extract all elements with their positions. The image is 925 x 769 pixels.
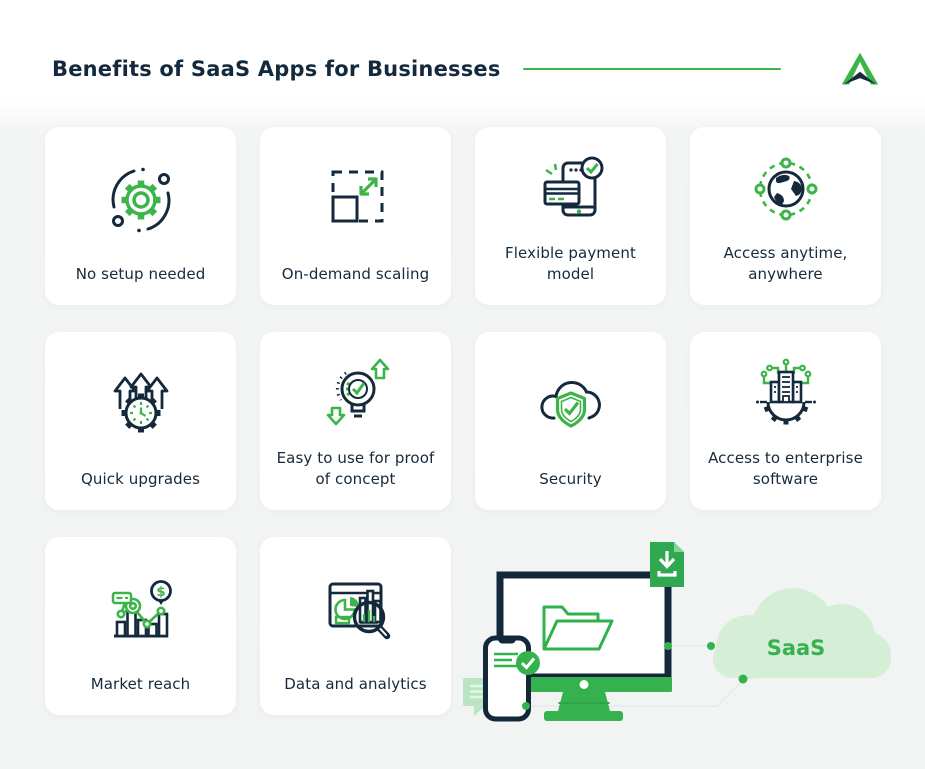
benefit-card-analytics: Data and analytics xyxy=(260,537,451,715)
benefit-card-access-anywhere: Access anytime, anywhere xyxy=(690,127,881,305)
check-badge-icon xyxy=(516,651,540,675)
benefit-card-payment: Flexible payment model xyxy=(475,127,666,305)
benefit-label: Access to enterprise software xyxy=(708,449,863,488)
analytics-magnifier-icon xyxy=(318,537,394,674)
growth-chart-dollar-icon: $ xyxy=(103,537,179,674)
benefit-label: Easy to use for proof of concept xyxy=(276,449,435,488)
benefit-card-security: Security xyxy=(475,332,666,510)
benefit-card-market-reach: $ Market reach xyxy=(45,537,236,715)
benefit-label: Market reach xyxy=(90,675,191,693)
gear-orbit-icon xyxy=(103,127,179,264)
expand-square-icon xyxy=(318,127,394,264)
globe-network-icon xyxy=(748,127,824,243)
benefit-card-no-setup: No setup needed xyxy=(45,127,236,305)
gear-clock-arrows-icon xyxy=(103,332,179,469)
building-circuit-gear-icon xyxy=(748,332,824,448)
benefit-card-enterprise: Access to enterprise software xyxy=(690,332,881,510)
saas-cloud-illustration: SaaS xyxy=(463,537,891,722)
saas-cloud xyxy=(713,588,891,679)
page-title: Benefits of SaaS Apps for Businesses xyxy=(52,57,501,81)
benefit-label: Flexible payment model xyxy=(505,244,636,283)
benefit-label: On-demand scaling xyxy=(281,265,430,283)
folder-icon xyxy=(542,605,614,651)
benefit-label: Data and analytics xyxy=(284,675,427,693)
benefit-label: Security xyxy=(539,470,602,488)
download-file-icon xyxy=(650,542,684,587)
dollar-glyph: $ xyxy=(156,584,165,600)
benefit-label: Access anytime, anywhere xyxy=(723,244,848,283)
connector-dots xyxy=(522,642,748,710)
lightbulb-check-icon xyxy=(318,332,394,448)
benefit-label: Quick upgrades xyxy=(80,470,201,488)
title-rule xyxy=(522,68,781,70)
benefit-card-scaling: On-demand scaling xyxy=(260,127,451,305)
mobile-payment-icon xyxy=(533,127,609,243)
benefits-grid: No setup needed On-demand scaling xyxy=(0,127,925,722)
cloud-shield-check-icon xyxy=(533,332,609,469)
benefit-card-upgrades: Quick upgrades xyxy=(45,332,236,510)
cloud-label: SaaS xyxy=(767,636,826,660)
benefit-card-proof-of-concept: Easy to use for proof of concept xyxy=(260,332,451,510)
page-header: Benefits of SaaS Apps for Businesses xyxy=(0,0,925,88)
company-logo-icon xyxy=(841,52,879,85)
smartphone xyxy=(483,635,540,722)
benefit-label: No setup needed xyxy=(75,265,206,283)
